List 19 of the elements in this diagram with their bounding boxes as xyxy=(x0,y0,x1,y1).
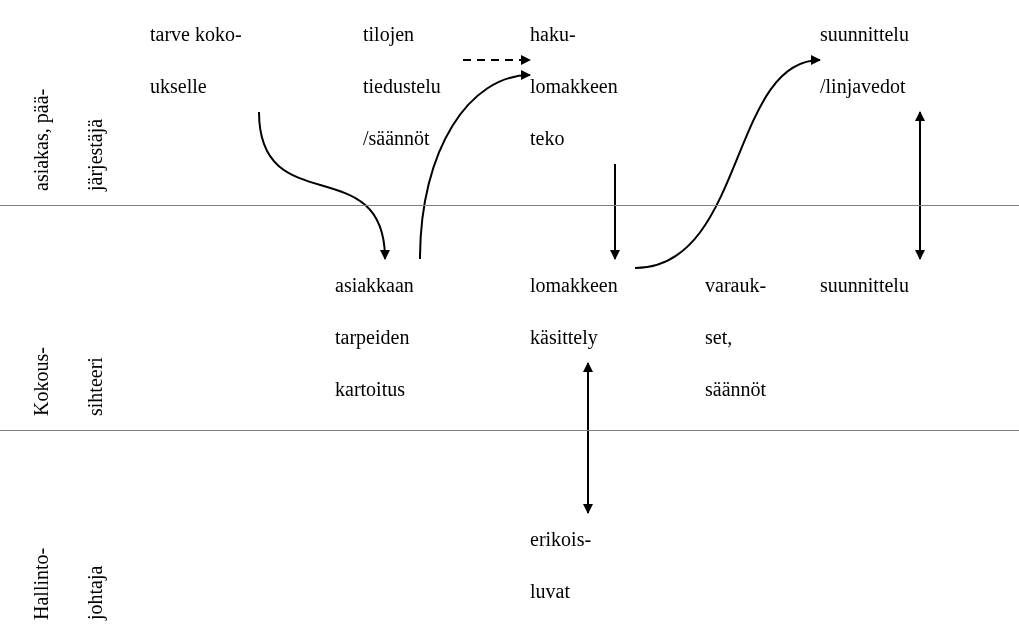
step-text: erikois- luvat xyxy=(530,513,610,617)
step-text: asiakkaan tarpeiden kartoitus xyxy=(335,259,440,415)
arrow xyxy=(634,56,821,269)
lane-label: Kokous- sihteeri xyxy=(29,346,107,416)
step-text: haku- lomakkeen teko xyxy=(530,8,638,164)
step-text: suunnittelu xyxy=(820,259,909,311)
step-text: varauk- set, säännöt xyxy=(705,259,785,415)
arrow xyxy=(419,70,531,260)
arrow xyxy=(610,163,620,260)
arrow xyxy=(583,362,593,514)
step-text: suunnittelu /linjavedot xyxy=(820,8,932,112)
arrow xyxy=(915,111,925,260)
lane-label: asiakas, pää- järjestäjä xyxy=(29,87,108,191)
arrow xyxy=(258,111,390,260)
lane-label: Hallinto- johtaja xyxy=(29,546,108,620)
step-text: lomakkeen käsittely xyxy=(530,259,635,363)
dashed-arrow xyxy=(462,55,531,65)
step-text: tarve koko- ukselle xyxy=(150,8,268,112)
step-text: tilojen tiedustelu /säännöt xyxy=(363,8,463,164)
